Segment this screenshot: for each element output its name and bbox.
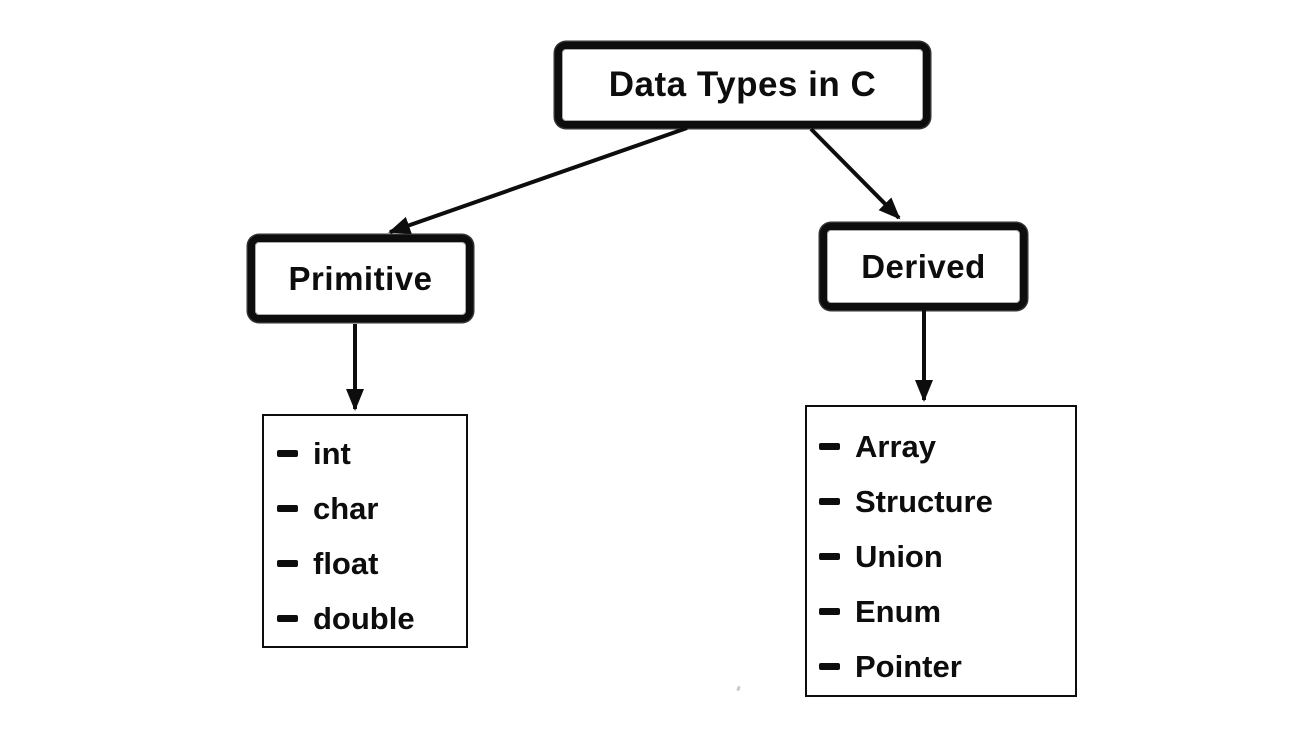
node-data-types-in-c-label: Data Types in C	[608, 65, 877, 104]
node-primitive-label: Primitive	[288, 259, 433, 297]
list-item-label: float	[313, 545, 379, 581]
node-derived-label: Derived	[861, 247, 986, 285]
primitive-types-list-box: int char float double	[262, 414, 468, 648]
list-item: Union	[819, 529, 1075, 584]
dash-bullet-icon	[819, 553, 840, 560]
list-item-label: Structure	[855, 483, 993, 519]
list-item-label: Union	[855, 538, 943, 574]
list-item-label: Array	[855, 428, 936, 464]
derived-types-list: Array Structure Union Enum Pointer	[819, 419, 1075, 694]
dash-bullet-icon	[819, 443, 840, 450]
list-item: int	[277, 426, 466, 481]
list-item-label: char	[313, 490, 379, 526]
dash-bullet-icon	[277, 560, 298, 567]
list-item: Structure	[819, 474, 1075, 529]
dash-bullet-icon	[277, 615, 298, 622]
list-item-label: Enum	[855, 593, 942, 629]
list-item-label: double	[313, 600, 415, 636]
node-derived: Derived	[820, 223, 1027, 310]
dash-bullet-icon	[819, 498, 840, 505]
list-item: Array	[819, 419, 1075, 474]
dash-bullet-icon	[819, 663, 840, 670]
list-item-label: int	[313, 435, 351, 471]
list-item: Pointer	[819, 639, 1075, 694]
edge-root-to-primitive	[388, 126, 688, 234]
list-item: double	[277, 591, 466, 646]
primitive-types-list: int char float double	[277, 426, 466, 646]
stray-mark	[736, 685, 741, 692]
list-item-label: Pointer	[855, 648, 962, 684]
node-data-types-in-c: Data Types in C	[555, 42, 930, 128]
list-item: char	[277, 481, 466, 536]
list-item: float	[277, 536, 466, 591]
derived-types-list-box: Array Structure Union Enum Pointer	[805, 405, 1077, 697]
dash-bullet-icon	[277, 450, 298, 457]
dash-bullet-icon	[819, 608, 840, 615]
list-item: Enum	[819, 584, 1075, 639]
dash-bullet-icon	[277, 505, 298, 512]
edge-root-to-derived	[809, 127, 901, 220]
node-primitive: Primitive	[248, 235, 473, 322]
